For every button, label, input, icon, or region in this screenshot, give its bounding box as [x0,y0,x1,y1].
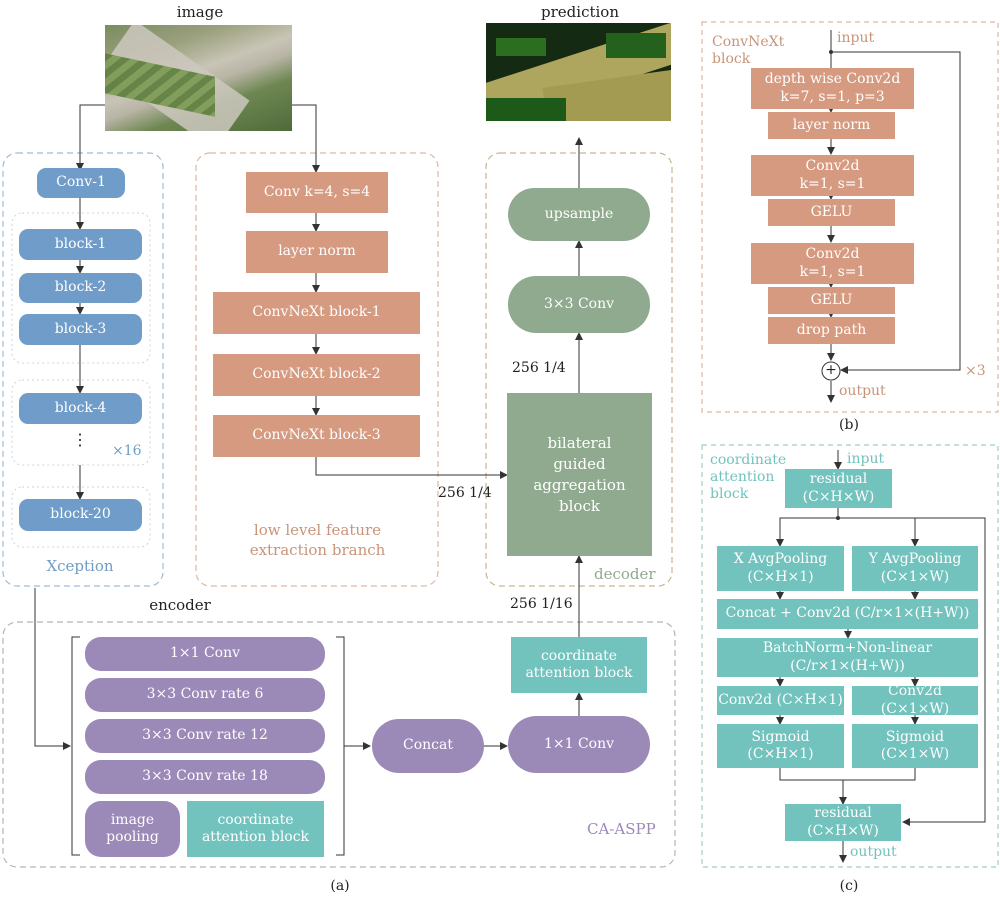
prediction-segmentation-image [486,23,671,121]
aspp-border [2,621,676,868]
sigmoid-h-box: Sigmoid (C×H×1) [717,724,844,768]
decoder-label: decoder [594,565,656,583]
aspp-image-pooling: image pooling [85,801,180,857]
xception-repeat-label: ×16 [112,443,142,459]
xception-block-4: block-4 [19,393,142,424]
ca-residual-top: residual (C×H×W) [785,469,892,508]
aspp-concat-box: Concat [372,719,484,773]
conv2d-h-box: Conv2d (C×H×1) [717,686,844,715]
convnext-repeat-label: ×3 [965,363,986,379]
decoder-3x3-conv-box: 3×3 Conv [508,276,650,333]
panel-layer-norm-box: layer norm [768,112,895,139]
xception-border [2,152,164,587]
convnext-block-2-box: ConvNeXt block-2 [213,354,420,396]
depthwise-conv-box: depth wise Conv2d k=7, s=1, p=3 [751,68,914,109]
convnext-block-1-box: ConvNeXt block-1 [213,292,420,334]
conv2d-w-box: Conv2d (C×1×W) [852,683,978,717]
panel-gelu-a-box: GELU [768,199,895,226]
caption-c: (c) [839,878,859,894]
batchnorm-box: BatchNorm+Non-linear (C/r×1×(H+W)) [717,638,978,677]
image-label: image [176,3,224,21]
aspp-3x3-rate-12: 3×3 Conv rate 12 [85,719,325,753]
aspp-1x1-conv: 1×1 Conv [85,637,325,671]
convnext-input-label: input [837,30,875,46]
y-avgpooling-box: Y AvgPooling (C×1×W) [852,546,978,591]
panel-gelu-b-box: GELU [768,287,895,314]
low-conv-box: Conv k=4, s=4 [246,172,388,213]
xception-block-1: block-1 [19,229,142,260]
concat-conv2d-box: Concat + Conv2d (C/r×1×(H+W)) [717,599,978,629]
xception-dots: ⋮ [72,430,88,449]
bilateral-guided-aggregation-block: bilateral guided aggregation block [507,393,652,556]
xception-label: Xception [46,557,114,575]
aspp-3x3-rate-6: 3×3 Conv rate 6 [85,678,325,712]
plus-node: + [825,362,837,378]
plus-node-circle [821,361,841,381]
prediction-label: prediction [541,3,619,21]
caption-a: (a) [330,878,350,894]
convnext-output-label: output [839,383,886,399]
decoder-coordinate-attention-box: coordinate attention block [511,637,647,693]
ca-input-label: input [847,451,885,467]
sigmoid-w-box: Sigmoid (C×1×W) [852,724,978,768]
ca-panel-title: coordinate attention block [710,452,787,502]
upsample-box: upsample [508,188,650,241]
ca-output-label: output [850,844,897,860]
ca-residual-bottom: residual (C×H×W) [785,804,901,841]
aspp-coordinate-attention-box: coordinate attention block [187,801,324,857]
convnext-panel-title: ConvNeXt block [712,34,785,67]
panel-drop-path-box: drop path [768,317,895,344]
label-256-quarter-top: 256 1/4 [512,360,566,376]
panel-conv2d-a-box: Conv2d k=1, s=1 [751,155,914,196]
convnext-panel-border [701,21,999,413]
ca-aspp-label: CA-ASPP [587,820,656,838]
panel-conv2d-b-box: Conv2d k=1, s=1 [751,243,914,284]
encoder-label: encoder [149,596,211,614]
convnext-block-3-box: ConvNeXt block-3 [213,415,420,457]
x-avgpooling-box: X AvgPooling (C×H×1) [717,546,844,591]
aspp-3x3-rate-18: 3×3 Conv rate 18 [85,760,325,794]
low-branch-border [195,152,439,587]
caption-b: (b) [839,417,859,433]
label-256-sixteenth: 256 1/16 [510,596,573,612]
xception-block-2: block-2 [19,273,142,303]
aspp-output-1x1-conv: 1×1 Conv [508,716,650,773]
conv1-box: Conv-1 [37,168,125,198]
low-branch-label: low level feature extraction branch [249,521,386,560]
ca-panel-border [701,444,999,868]
low-layer-norm-box: layer norm [246,231,388,273]
input-aerial-image [105,25,292,131]
xception-block-20: block-20 [19,499,142,531]
xception-block-3: block-3 [19,314,142,345]
label-256-quarter-left: 256 1/4 [438,485,492,501]
